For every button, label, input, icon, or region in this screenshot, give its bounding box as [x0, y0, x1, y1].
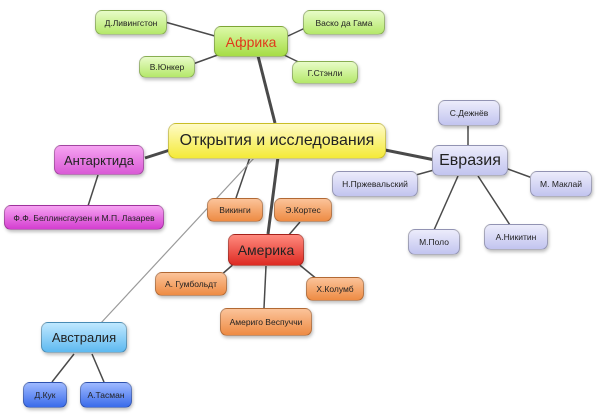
link-center-vikings [235, 156, 251, 199]
cortes-node[interactable]: Э.Кортес [274, 198, 332, 222]
antarctica-node[interactable]: Антарктида [54, 145, 144, 175]
nikitin-node[interactable]: А.Никитин [484, 224, 548, 250]
link-australia-tasman [91, 353, 105, 383]
humboldt-node[interactable]: А. Гумбольдт [155, 272, 227, 296]
link-eurasia-nikitin [477, 175, 511, 226]
junker-node[interactable]: В.Юнкер [139, 56, 195, 78]
link-america-vespucci [263, 265, 267, 309]
link-center-africa [253, 43, 277, 124]
link-center-america [266, 156, 280, 235]
vasco-da-gama-node[interactable]: Васко да Гама [303, 10, 385, 35]
link-center-australia [99, 156, 256, 325]
link-america-cortes [287, 221, 301, 237]
australia-node[interactable]: Австралия [41, 322, 127, 353]
livingston-node[interactable]: Д.Ливингстон [95, 10, 167, 35]
tasman-node[interactable]: А.Тасман [80, 382, 132, 408]
link-center-antarctica [144, 148, 171, 160]
link-eurasia-polo [433, 175, 459, 231]
dezhnev-node[interactable]: С.Дежнёв [438, 100, 500, 126]
cook-node[interactable]: Д.Кук [23, 382, 67, 408]
maklai-node[interactable]: М. Маклай [530, 171, 592, 197]
vikings-node[interactable]: Викинги [207, 198, 263, 222]
center-node[interactable]: Открытия и исследования [168, 123, 386, 159]
link-antarctica-bellingshausen [87, 174, 99, 207]
america-node[interactable]: Америка [228, 234, 304, 266]
vespucci-node[interactable]: Америго Веспуччи [220, 308, 312, 336]
link-center-eurasia [384, 148, 436, 162]
stanley-node[interactable]: Г.Стэнли [292, 61, 358, 84]
bellingshausen-lazarev-node[interactable]: Ф.Ф. Беллинсгаузен и М.П. Лазарев [4, 205, 164, 230]
link-africa-livingston [157, 19, 223, 39]
africa-node[interactable]: Африка [214, 26, 288, 57]
columbus-node[interactable]: Х.Колумб [306, 277, 364, 301]
link-australia-cook [51, 353, 75, 383]
eurasia-node[interactable]: Евразия [432, 145, 508, 176]
przhevalsky-node[interactable]: Н.Пржевальский [332, 171, 418, 197]
polo-node[interactable]: М.Поло [408, 229, 460, 255]
